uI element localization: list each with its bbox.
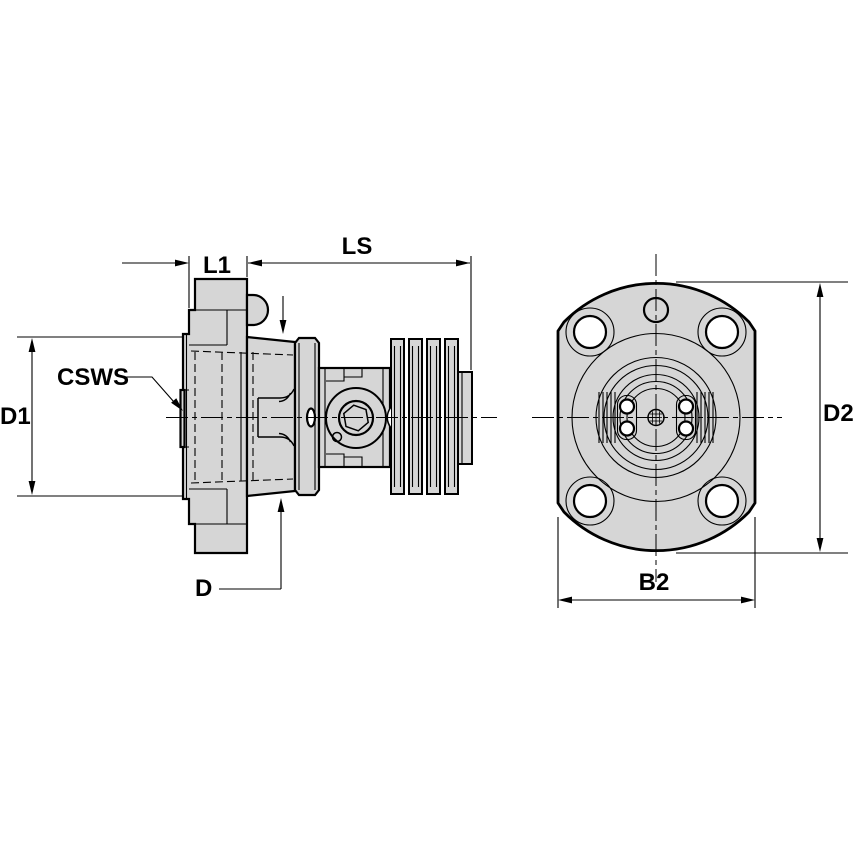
flange-detail-lines xyxy=(183,309,247,525)
side-view: L1 LS D1 D CSWS xyxy=(0,233,497,602)
bolt-hole xyxy=(704,483,740,519)
dim-label-d1: D1 xyxy=(0,403,31,430)
fin xyxy=(426,338,441,495)
pilot-lip xyxy=(179,388,186,449)
hidden-lines xyxy=(190,350,294,484)
bolt-holes xyxy=(565,307,747,526)
dimension-l1: L1 xyxy=(122,252,248,308)
counterbore xyxy=(565,307,615,357)
counterbore xyxy=(697,307,747,357)
hex-socket xyxy=(342,404,370,432)
dim-label-d: D xyxy=(195,575,212,602)
dim-label-csws: CSWS xyxy=(57,364,129,391)
fin xyxy=(408,338,423,495)
fin-inner-lines xyxy=(393,346,456,487)
flange-drive-lug xyxy=(245,293,270,327)
dimension-d: D xyxy=(195,296,287,602)
counterbore xyxy=(697,476,747,526)
detent-ball xyxy=(677,420,695,437)
fins xyxy=(390,338,459,495)
dimension-d2: D2 xyxy=(676,281,854,554)
dim-label-ls: LS xyxy=(342,233,373,260)
callout-csws: CSWS xyxy=(57,364,183,411)
ball-detents xyxy=(616,394,697,441)
dim-label-d2: D2 xyxy=(823,400,854,427)
dimension-d1: D1 xyxy=(0,336,183,497)
fin xyxy=(390,338,405,495)
dim-label-b2: B2 xyxy=(639,569,670,596)
detent-ball xyxy=(618,420,636,437)
dim-label-l1: L1 xyxy=(203,252,231,279)
bolt-hole xyxy=(572,483,608,519)
fin xyxy=(444,338,459,495)
counterbore xyxy=(565,476,615,526)
pin-hole xyxy=(331,431,343,443)
detent-ball xyxy=(677,398,695,415)
bolt-hole xyxy=(572,314,608,350)
detent-ball xyxy=(618,398,636,415)
dimension-b2: B2 xyxy=(557,517,756,608)
bolt-hole xyxy=(704,314,740,350)
body-taper xyxy=(245,335,297,498)
flange-body xyxy=(181,277,249,555)
front-view: D2 B2 xyxy=(532,254,854,608)
dimension-ls: LS xyxy=(248,233,472,370)
